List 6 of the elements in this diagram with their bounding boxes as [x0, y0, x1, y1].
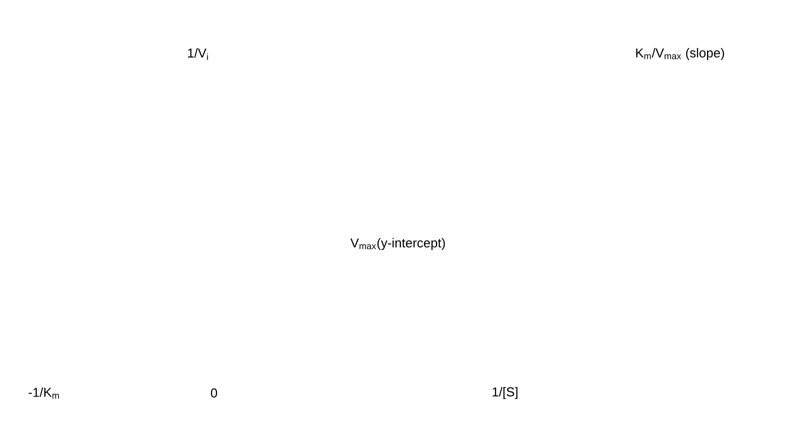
- slope-label: K$_{m}$/V$_{max}$ (slope): [636, 48, 724, 60]
- axis-label: 1/[S]: [492, 386, 518, 400]
- intercept-label: V$_{max}$(y-intercept): [350, 238, 445, 250]
- axis-tick-label: 0: [210, 388, 218, 398]
- axis-tick-label: -1/K$_{m}$: [28, 387, 59, 399]
- axis-label: 1/V$_{i}$: [188, 48, 208, 60]
